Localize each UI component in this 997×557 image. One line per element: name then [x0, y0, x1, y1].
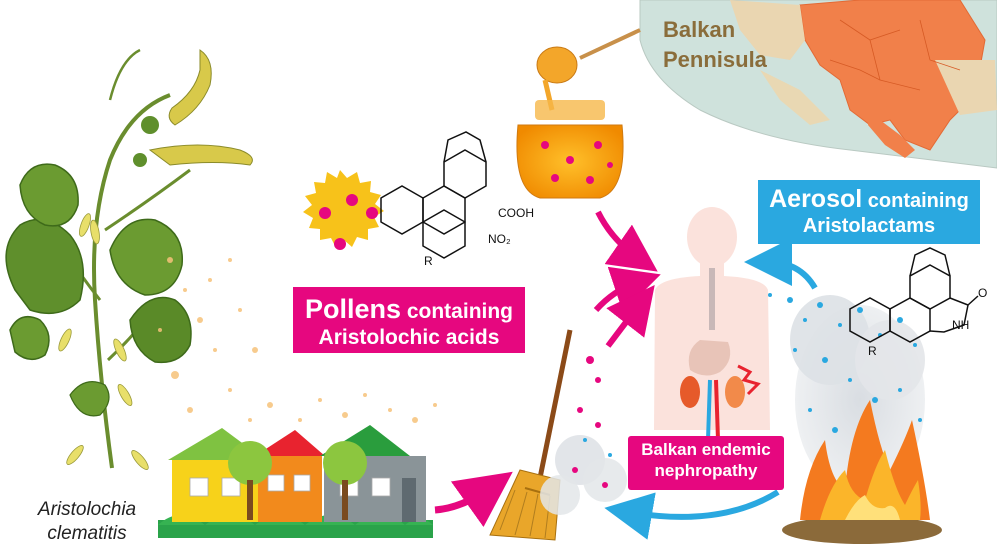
- disease-label-box: Balkan endemic nephropathy: [628, 436, 784, 490]
- plant-name-line1: Aristolochia: [37, 499, 137, 520]
- pollen-label-rest: containing: [401, 300, 514, 323]
- lactam-o-label: O: [978, 286, 988, 300]
- aristolochia-plant: [5, 48, 253, 470]
- aerosol-label-bold: Aerosol: [769, 185, 863, 213]
- arrow-aerosol-to-human: [744, 238, 818, 290]
- map-title-line2: Pennisula: [663, 46, 767, 72]
- arrow-broom-to-human: [605, 285, 655, 348]
- acid-cooh-label: COOH: [498, 206, 534, 220]
- disease-label-line2: nephropathy: [654, 461, 758, 481]
- pollen-label-box: Pollens containing Aristolochic acids: [293, 287, 525, 353]
- pollen-grain: [303, 170, 384, 250]
- houses: [158, 425, 433, 538]
- acid-no2-label: NO₂: [488, 232, 511, 246]
- arrow-houses-to-broom: [434, 471, 513, 528]
- acid-r-label: R: [424, 254, 433, 268]
- balkan-map: [639, 0, 997, 169]
- map-title-line1: Balkan: [663, 17, 736, 42]
- house-dust: [540, 356, 627, 515]
- honey-jar: [516, 28, 641, 199]
- arrow-honey-to-human: [595, 210, 658, 272]
- pollen-dust: [158, 257, 437, 423]
- arrow-pollen-to-human: [593, 266, 661, 313]
- arrow-fire-to-dust: [604, 489, 780, 540]
- plant-name: Aristolochia clematitis: [12, 498, 162, 546]
- aerosol-label-rest: containing: [862, 190, 969, 212]
- disease-label-line1: Balkan endemic: [641, 440, 771, 459]
- fire: [782, 400, 942, 544]
- aristolactam-structure: [849, 247, 979, 343]
- aerosol-label-box: Aerosol containing Aristolactams: [758, 180, 980, 244]
- lactam-r-label: R: [868, 344, 877, 358]
- human-body: [654, 207, 770, 441]
- pollen-label-bold: Pollens: [304, 294, 402, 324]
- aerosol-label-line2: Aristolactams: [802, 215, 936, 237]
- map-title: Balkan Pennisula: [663, 15, 793, 74]
- plant-name-line2: clematitis: [47, 522, 127, 544]
- aristolochic-acid-structure: [380, 131, 487, 259]
- lactam-nh-label: NH: [952, 318, 970, 332]
- pollen-label-line2: Aristolochic acids: [318, 326, 500, 350]
